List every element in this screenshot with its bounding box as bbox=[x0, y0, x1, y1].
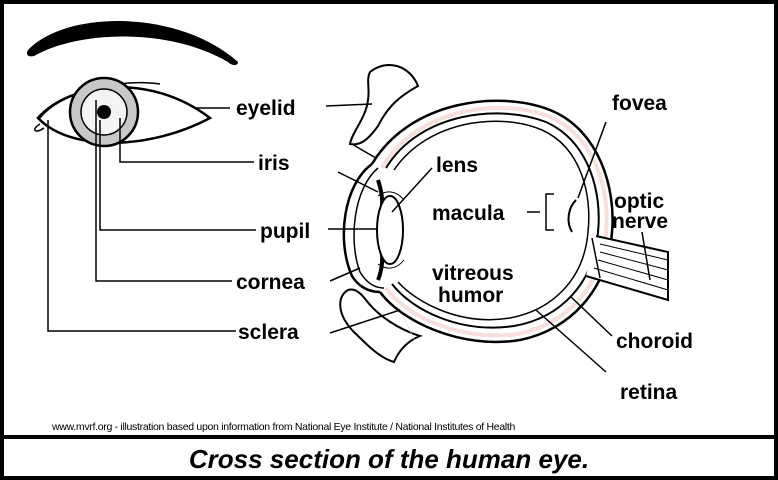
pupil-front bbox=[97, 105, 111, 119]
front-eye-view bbox=[35, 78, 210, 146]
label-fovea: fovea bbox=[612, 92, 667, 115]
label-lens: lens bbox=[436, 154, 478, 177]
label-pupil: pupil bbox=[260, 220, 310, 243]
caption-divider bbox=[0, 435, 778, 439]
optic-nerve bbox=[586, 236, 668, 300]
label-retina: retina bbox=[620, 381, 678, 404]
label-vitreous: vitreous bbox=[432, 262, 514, 285]
lens bbox=[377, 196, 403, 264]
label-choroid: choroid bbox=[616, 330, 693, 353]
label-eyelid: eyelid bbox=[236, 97, 296, 120]
label-iris: iris bbox=[258, 152, 290, 175]
label-sclera: sclera bbox=[238, 321, 299, 344]
figure-caption: Cross section of the human eye. bbox=[0, 441, 778, 477]
label-humor: humor bbox=[438, 284, 503, 307]
label-macula: macula bbox=[432, 202, 505, 225]
label-cornea: cornea bbox=[236, 271, 305, 294]
eyebrow bbox=[27, 21, 238, 65]
credit-line: www.mvrf.org - illustration based upon i… bbox=[51, 421, 516, 433]
label-nerve: nerve bbox=[612, 210, 668, 233]
